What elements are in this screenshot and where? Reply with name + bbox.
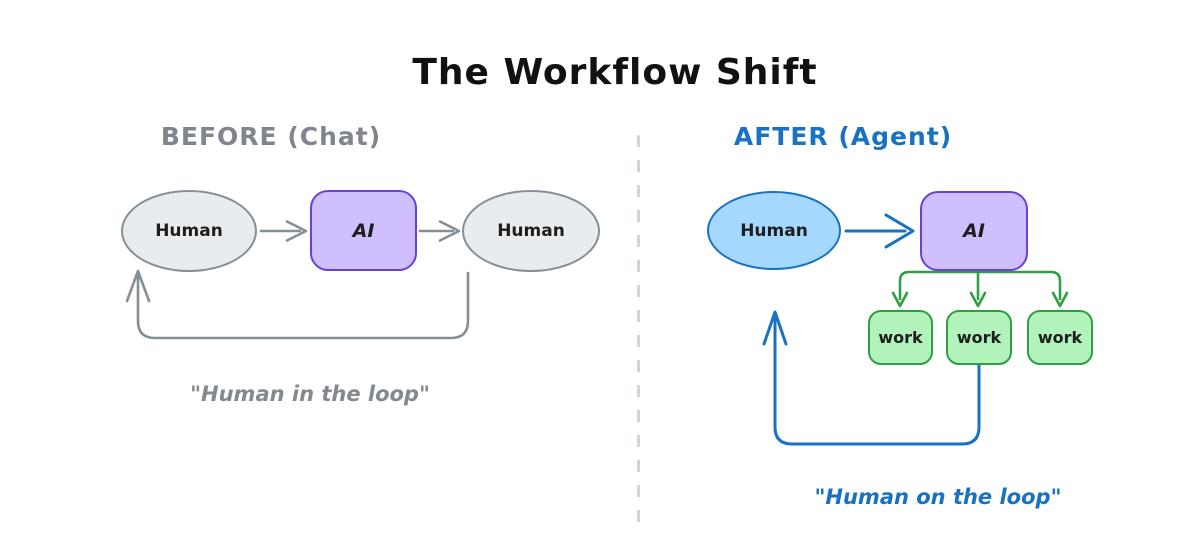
before-human-input-node: Human (121, 190, 257, 272)
after-human-label: Human (740, 220, 808, 241)
after-work-node-3: work (1027, 310, 1093, 365)
after-ai-node: AI (920, 191, 1028, 271)
before-human-output-label: Human (497, 221, 565, 241)
after-work-node-1: work (868, 310, 933, 365)
before-ai-node: AI (310, 190, 417, 271)
after-caption: "Human on the loop" (814, 485, 1062, 509)
before-arrow-ai-to-human-icon (418, 220, 461, 242)
after-work-label-3: work (1037, 328, 1083, 347)
after-work-label-1: work (878, 328, 923, 347)
after-work-label-2: work (956, 328, 1002, 347)
after-heading: AFTER (Agent) (733, 122, 953, 151)
after-ai-label: AI (963, 220, 985, 242)
after-branch-connector-icon (891, 270, 1069, 308)
after-human-node: Human (707, 191, 841, 270)
before-human-input-label: Human (155, 221, 223, 241)
before-heading: BEFORE (Chat) (160, 122, 382, 151)
diagram-title: The Workflow Shift (412, 52, 818, 93)
after-arrow-human-to-ai-icon (844, 213, 915, 249)
before-arrow-human-to-ai-icon (259, 220, 308, 242)
before-human-output-node: Human (462, 190, 600, 272)
before-ai-label: AI (352, 219, 375, 242)
section-divider (637, 135, 640, 532)
after-work-node-2: work (946, 310, 1012, 365)
before-feedback-loop-arrow-icon (125, 269, 470, 340)
before-caption: "Human in the loop" (190, 382, 430, 406)
